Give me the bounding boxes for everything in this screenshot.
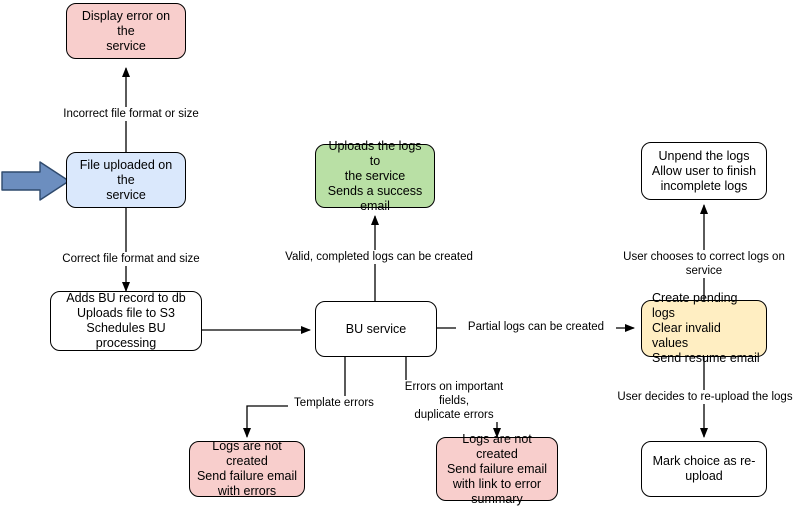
- node-uploads-logs[interactable]: Uploads the logs to the service Sends a …: [315, 139, 435, 213]
- edge-label-template-errors: Template errors: [288, 396, 380, 410]
- entry-block-arrow-icon: [1, 161, 70, 201]
- node-unpend-logs[interactable]: Unpend the logs Allow user to finish inc…: [641, 142, 767, 200]
- edge-label-incorrect-format: Incorrect file format or size: [54, 107, 208, 121]
- node-mark-choice-reupload[interactable]: Mark choice as re- upload: [641, 441, 767, 497]
- edge-label-user-reupload: User decides to re-upload the logs: [614, 390, 796, 404]
- node-adds-bu-record[interactable]: Adds BU record to db Uploads file to S3 …: [50, 291, 202, 351]
- node-bu-service[interactable]: BU service: [315, 301, 437, 357]
- node-logs-not-created-link[interactable]: Logs are not created Send failure email …: [436, 432, 558, 506]
- node-display-error[interactable]: Display error on the service: [66, 3, 186, 59]
- edge-label-errors-important-fields: Errors on important fields, duplicate er…: [392, 380, 516, 422]
- edge-label-user-corrects-logs: User chooses to correct logs on service: [603, 250, 801, 278]
- node-file-uploaded[interactable]: File uploaded on the service: [66, 152, 186, 208]
- node-logs-not-created-errors[interactable]: Logs are not created Send failure email …: [189, 439, 305, 498]
- edge-label-correct-format: Correct file format and size: [54, 252, 208, 266]
- edge-label-partial-logs: Partial logs can be created: [456, 320, 616, 334]
- node-create-pending-logs[interactable]: Create pending logs Clear invalid values…: [641, 291, 767, 365]
- edge-label-valid-complete-logs: Valid, completed logs can be created: [279, 250, 479, 264]
